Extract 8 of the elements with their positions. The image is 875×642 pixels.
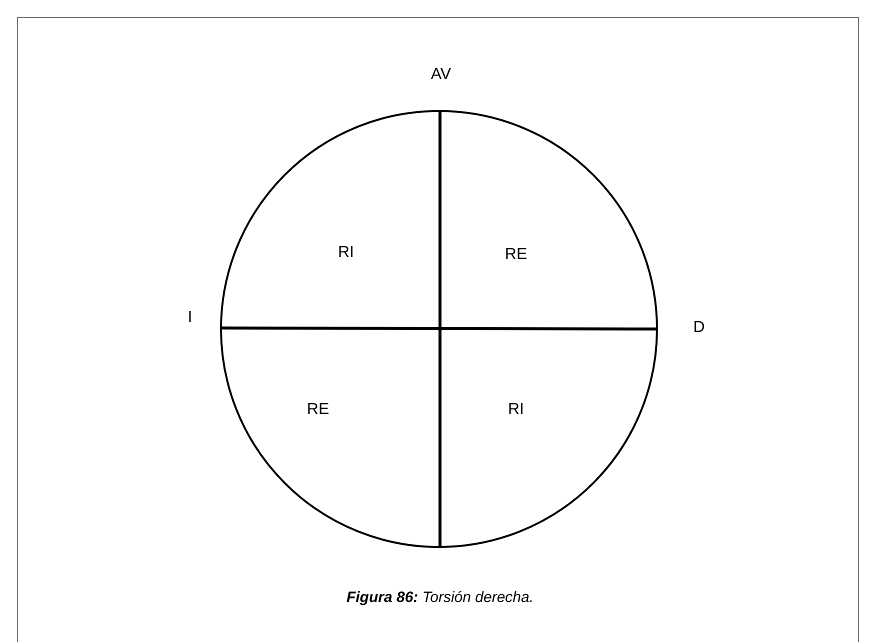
quadrant-label: RE	[306, 400, 330, 420]
quadrant-label: RE	[504, 245, 528, 265]
quadrant-label: RI	[508, 400, 524, 420]
quadrant-label: AV	[430, 65, 452, 85]
quadrant-label: RI	[338, 243, 354, 263]
quadrant-label: D	[693, 318, 705, 338]
quadrant-label: I	[188, 308, 192, 328]
figure-caption: Figura 86: Torsión derecha.	[346, 588, 534, 608]
